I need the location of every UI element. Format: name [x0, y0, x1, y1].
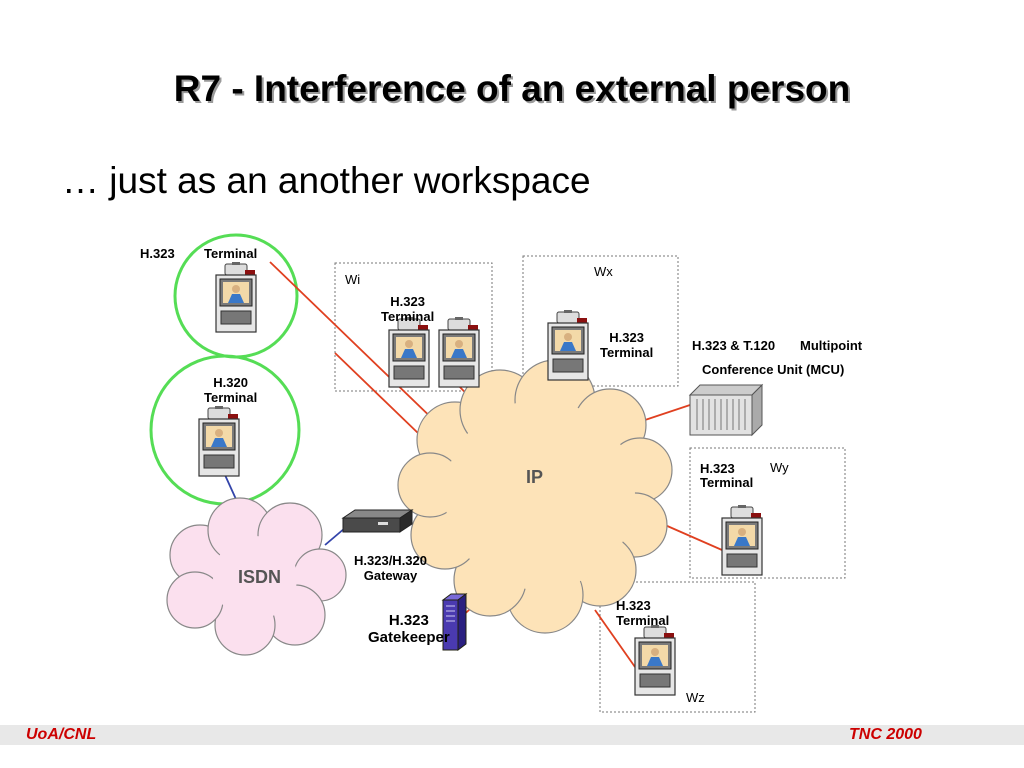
label-wy-h323: H.323	[700, 461, 735, 476]
label-gateway: H.323/H.320 Gateway	[354, 553, 427, 583]
terminal-h320	[198, 405, 240, 477]
label-wi: Wi	[345, 272, 361, 287]
label-mcu-b: Multipoint	[800, 338, 863, 353]
isdn-cloud	[166, 497, 347, 656]
footer-right: TNC 2000	[849, 726, 922, 743]
link-wy	[664, 524, 723, 551]
label-top-terminal: Terminal	[204, 246, 258, 261]
label-gatekeeper: H.323 Gatekeeper	[368, 612, 450, 646]
terminal-h323-top	[215, 261, 257, 333]
terminal-wz	[634, 624, 676, 696]
terminal-wi-2	[438, 316, 480, 388]
workspace-wy-box	[689, 447, 846, 579]
workspace-wz-box	[599, 581, 756, 713]
label-wx-terminal: H.323 Terminal	[600, 330, 654, 360]
gateway-device	[341, 509, 414, 533]
label-wz: Wz	[686, 690, 705, 705]
gatekeeper-device	[441, 593, 468, 651]
link-wz	[594, 609, 636, 668]
label-wx: Wx	[594, 264, 613, 279]
footer-left: UoA/CNL	[26, 726, 97, 743]
mcu-device	[688, 383, 764, 437]
terminal-wi-1	[388, 316, 430, 388]
label-mcu-a: H.323 & T.120	[692, 338, 776, 353]
workspace-wx-box	[522, 255, 679, 387]
label-wi-terminal: H.323 Terminal	[381, 294, 435, 324]
label-wy: Wy	[770, 460, 789, 475]
footer-bar	[0, 725, 1024, 745]
workspace-wi-box	[334, 262, 493, 392]
label-top-h323: H.323	[140, 246, 175, 261]
label-h320-terminal: H.320 Terminal	[204, 375, 258, 405]
link-wi	[334, 352, 421, 436]
label-wy-terminal: Terminal	[700, 475, 754, 490]
label-mcu-c: Conference Unit (MCU)	[702, 362, 845, 377]
label-ip-cloud: IP	[526, 467, 544, 487]
label-isdn-cloud: ISDN	[238, 567, 282, 587]
slide-title: R7 - Interference of an external person	[173, 68, 851, 109]
terminal-wx	[547, 309, 589, 381]
link-mcu	[644, 404, 691, 421]
terminal-wy	[721, 504, 763, 576]
link-isdn-gateway	[324, 527, 346, 546]
ip-cloud	[397, 359, 673, 634]
slide-subtitle: … just as an another workspace	[62, 160, 591, 201]
label-wz-terminal: H.323 Terminal	[616, 598, 670, 628]
